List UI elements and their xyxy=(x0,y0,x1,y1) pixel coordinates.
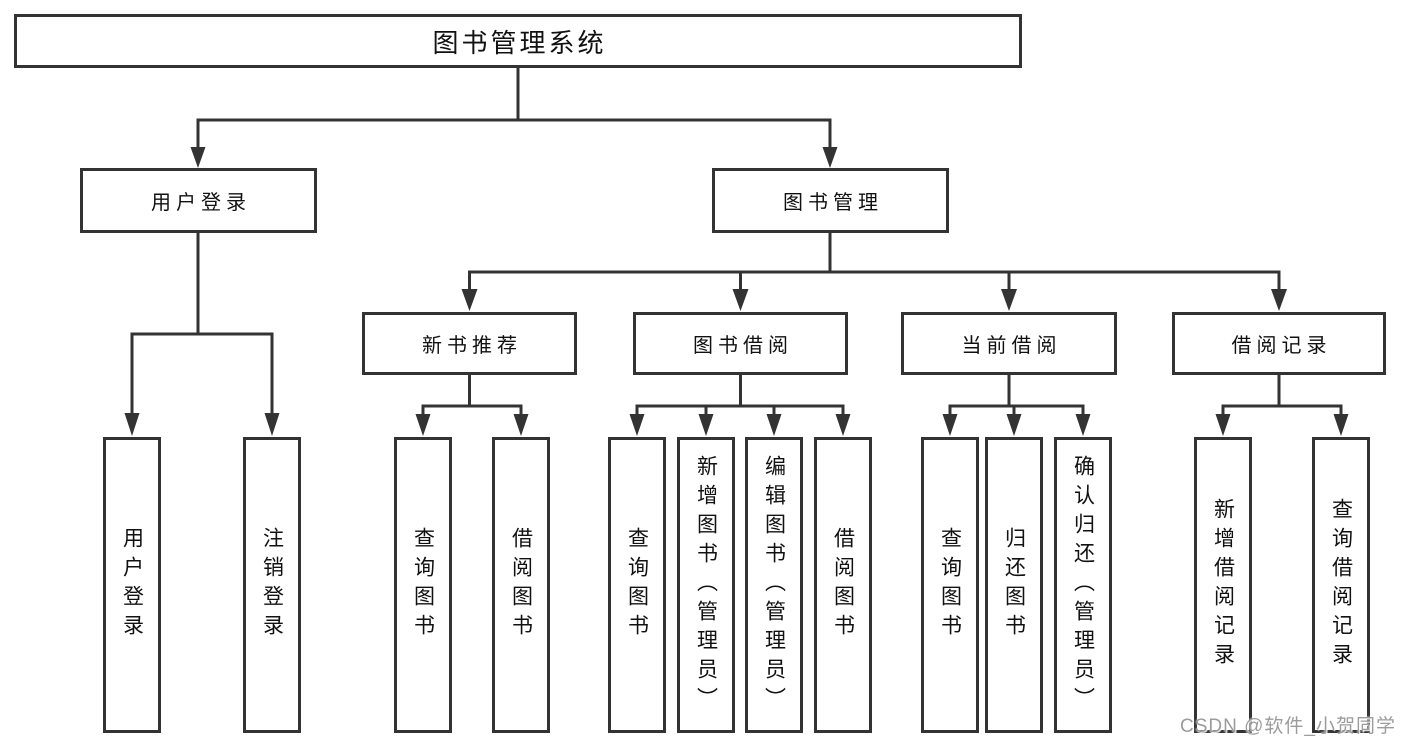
node-book-management: 图书管理 xyxy=(712,168,949,233)
leaf-edit-book-admin-label: 编辑图书（管理员） xyxy=(762,454,786,716)
leaf-borrow-books-recommend: 借阅图书 xyxy=(492,437,550,733)
leaf-user-login: 用户登录 xyxy=(103,437,161,733)
leaf-confirm-return-admin: 确认归还（管理员） xyxy=(1054,437,1112,733)
leaf-borrow-books: 借阅图书 xyxy=(814,437,872,733)
leaf-logout-login: 注销登录 xyxy=(243,437,301,733)
leaf-query-books-current-label: 查询图书 xyxy=(938,527,962,643)
leaf-borrow-books-label: 借阅图书 xyxy=(831,527,855,643)
csdn-watermark: CSDN @软件_小贺同学 xyxy=(1180,716,1396,737)
leaf-query-books-borrow-label: 查询图书 xyxy=(625,527,649,643)
leaf-query-books-current: 查询图书 xyxy=(921,437,979,733)
leaf-query-borrow-record-label: 查询借阅记录 xyxy=(1329,498,1353,672)
leaf-add-borrow-record-label: 新增借阅记录 xyxy=(1211,498,1235,672)
node-book-borrowing: 图书借阅 xyxy=(633,312,848,375)
leaf-add-borrow-record: 新增借阅记录 xyxy=(1194,437,1252,733)
leaf-query-borrow-record: 查询借阅记录 xyxy=(1312,437,1370,733)
leaf-logout-login-label: 注销登录 xyxy=(260,527,284,643)
leaf-user-login-label: 用户登录 xyxy=(120,527,144,643)
node-new-book-recommendation: 新书推荐 xyxy=(362,312,577,375)
node-library-management-system: 图书管理系统 xyxy=(14,14,1022,68)
leaf-borrow-books-recommend-label: 借阅图书 xyxy=(509,527,533,643)
leaf-return-books-label: 归还图书 xyxy=(1002,527,1026,643)
node-borrowing-records: 借阅记录 xyxy=(1172,312,1386,375)
leaf-return-books: 归还图书 xyxy=(985,437,1043,733)
leaf-add-book-admin: 新增图书（管理员） xyxy=(677,437,735,733)
leaf-confirm-return-admin-label: 确认归还（管理员） xyxy=(1071,454,1095,716)
leaf-add-book-admin-label: 新增图书（管理员） xyxy=(694,454,718,716)
leaf-edit-book-admin: 编辑图书（管理员） xyxy=(745,437,803,733)
leaf-query-books-recommend-label: 查询图书 xyxy=(411,527,435,643)
leaf-query-books-recommend: 查询图书 xyxy=(394,437,452,733)
leaf-query-books-borrow: 查询图书 xyxy=(608,437,666,733)
node-current-borrowing: 当前借阅 xyxy=(901,312,1117,375)
node-user-login: 用户登录 xyxy=(80,168,317,233)
